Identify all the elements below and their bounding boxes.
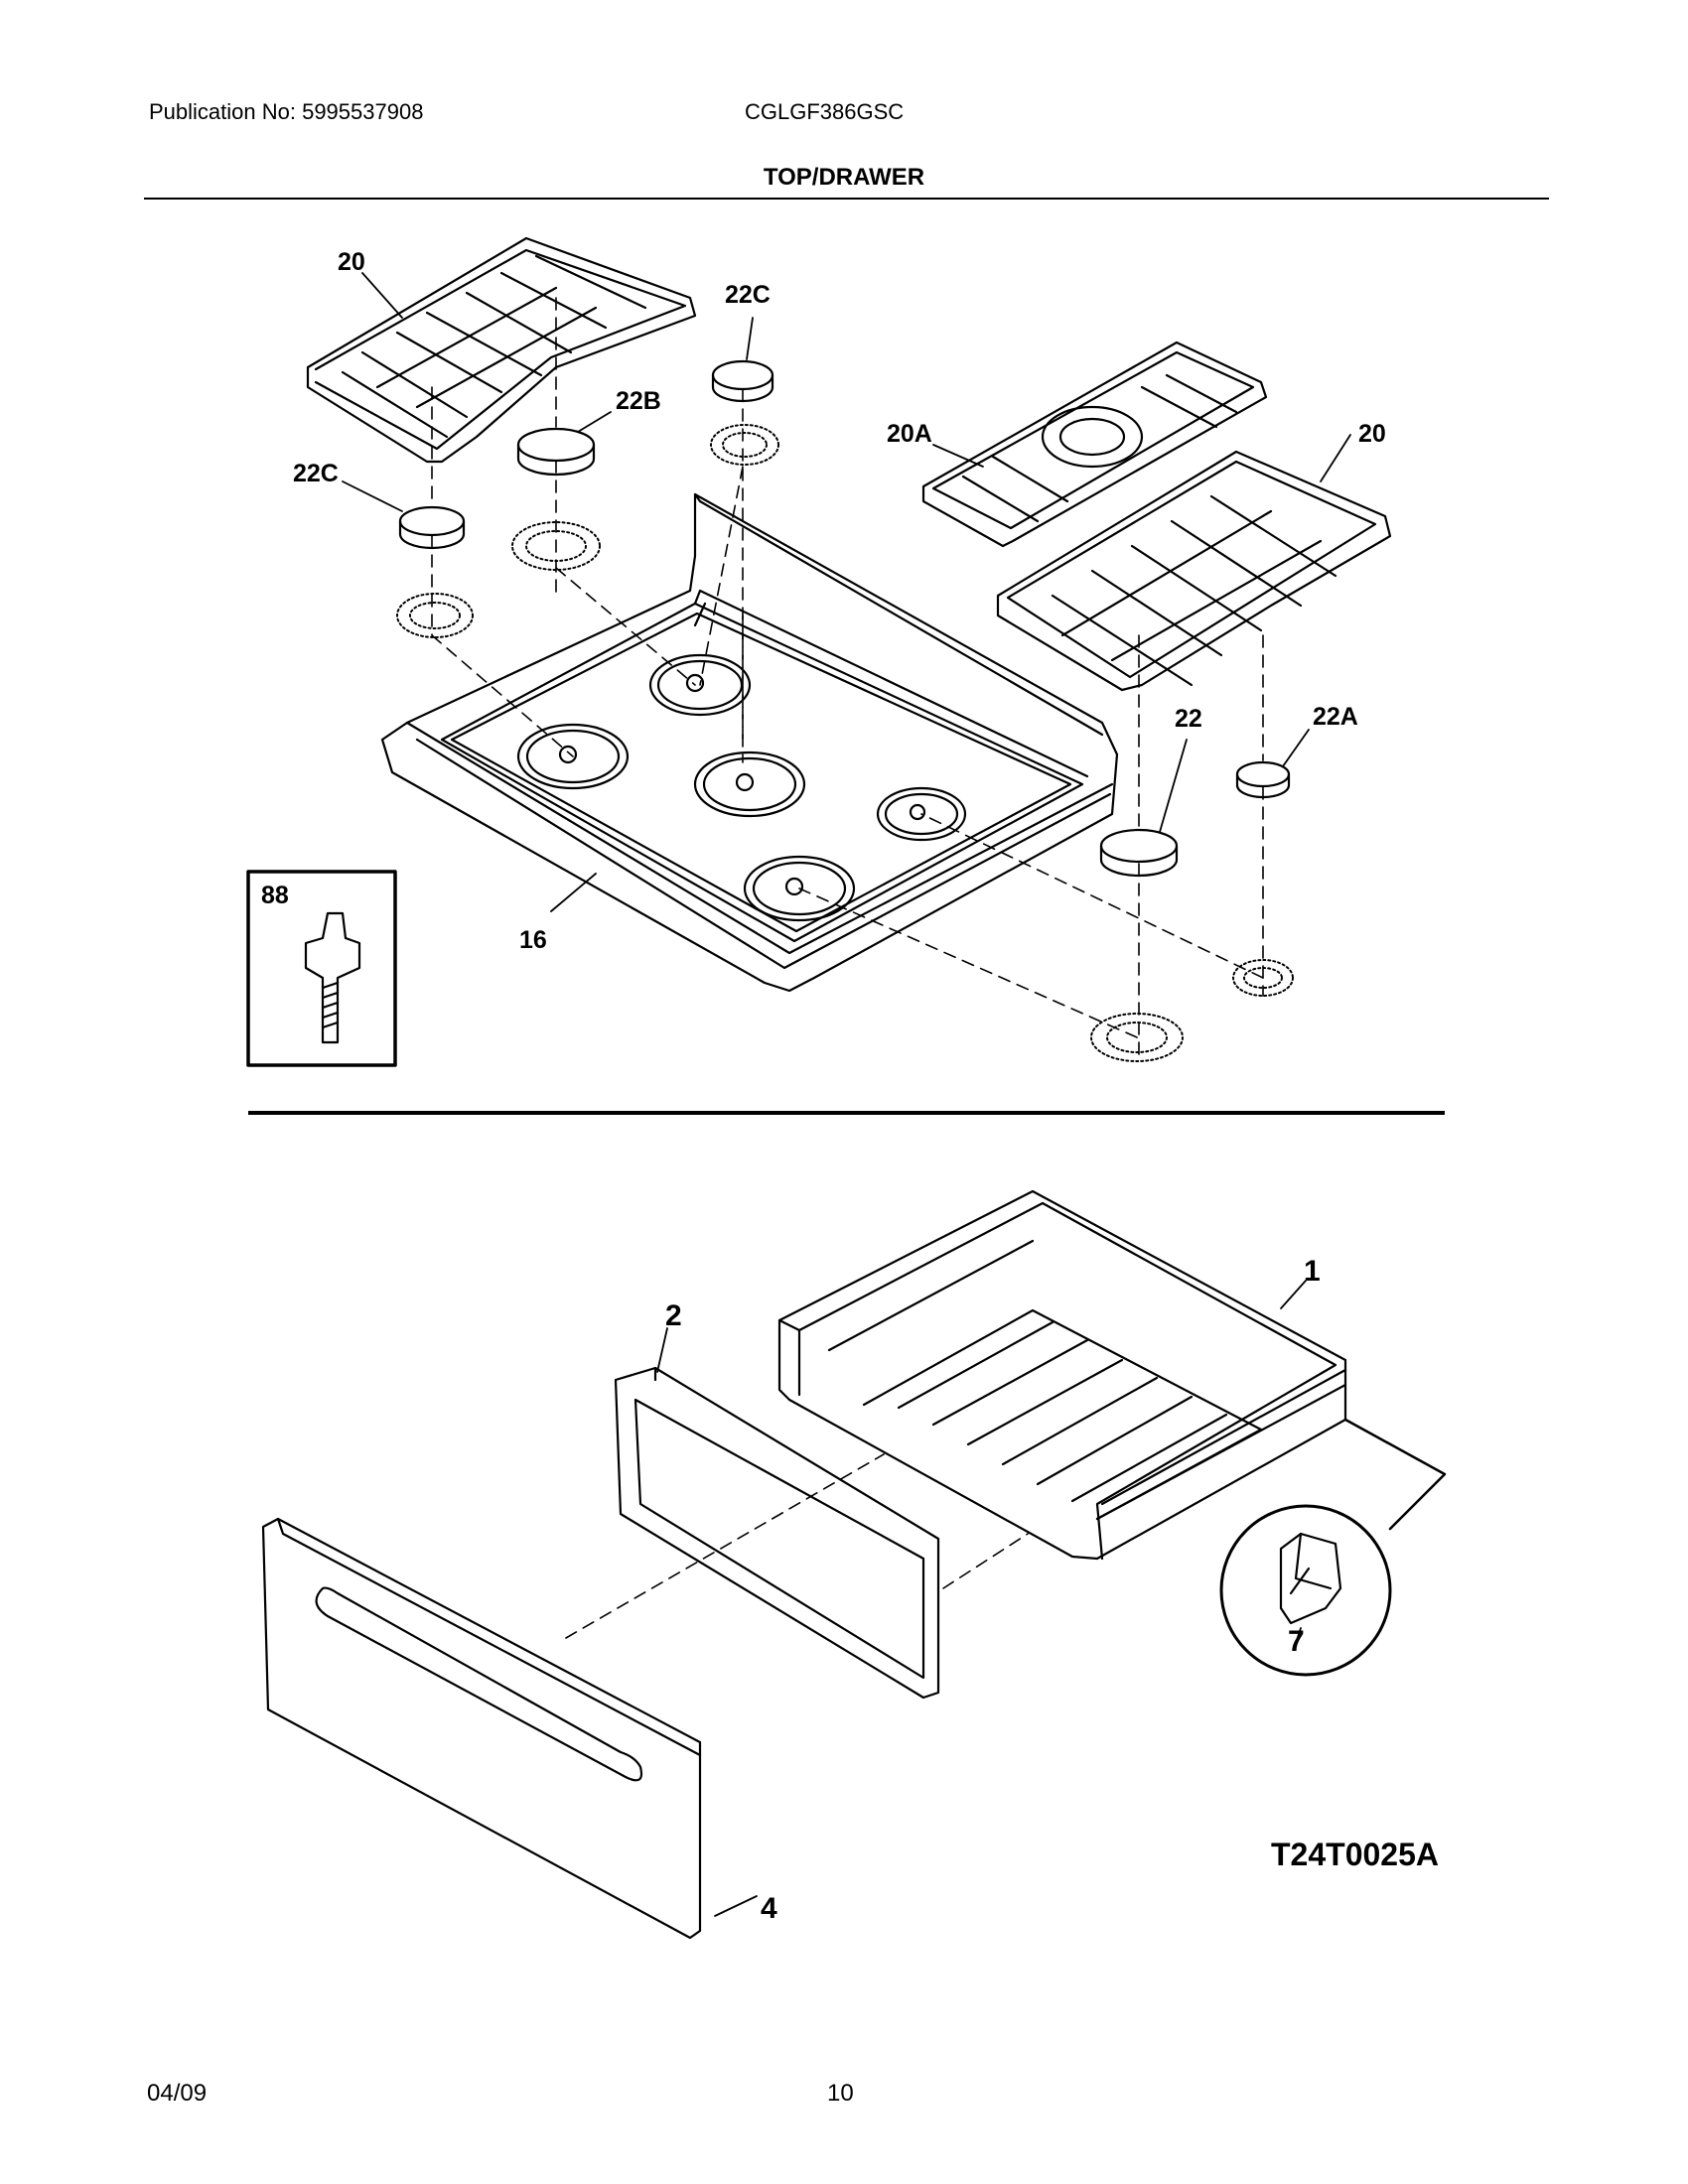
burner-heads [396,424,1294,1062]
drawer-assembly-lines [565,1453,1029,1639]
model-number: CGLGF386GSC [745,99,905,124]
callout-cap-22c-left: 22C [293,460,339,487]
callout-cap-22b: 22B [616,387,661,415]
drawer-panel-drawing [261,1517,702,1940]
diagram-code: T24T0025A [1271,1837,1439,1872]
leader-lines [342,272,1351,912]
callout-cap-22: 22 [1175,705,1202,733]
callout-cooktop: 16 [519,926,547,954]
publication-number: Publication No: 5995537908 [149,99,424,124]
callout-drawer-body: 1 [1304,1255,1321,1288]
screw-inset [246,870,397,1067]
assembly-lines [431,297,1264,1063]
callout-drawer-panel: 4 [761,1892,777,1925]
callout-drawer-frame: 2 [665,1299,682,1332]
grate-left-drawing [306,236,697,464]
drawer-leader-lines [656,1280,1307,1917]
section-title: TOP/DRAWER [763,164,925,191]
callout-grate-right: 20 [1358,420,1386,448]
callout-screw-inset: 88 [261,882,289,909]
cooktop-drawing [380,492,1119,993]
callout-cap-22c-center: 22C [725,281,771,309]
callout-cap-22a: 22A [1313,703,1358,731]
header-rule [144,198,1549,200]
footer-page-number: 10 [827,2080,854,2107]
clip-inset [1219,1418,1447,1677]
grate-center-drawing [921,341,1268,548]
drawer-frame-drawing [614,1366,940,1700]
grate-right-drawing [996,450,1392,692]
footer-date: 04/09 [147,2080,208,2107]
callout-grate-left: 20 [338,248,365,276]
callout-clip-inset: 7 [1288,1625,1305,1658]
drawer-body-drawing [777,1189,1347,1561]
section-divider [248,1111,1445,1115]
callout-grate-center: 20A [887,420,932,448]
